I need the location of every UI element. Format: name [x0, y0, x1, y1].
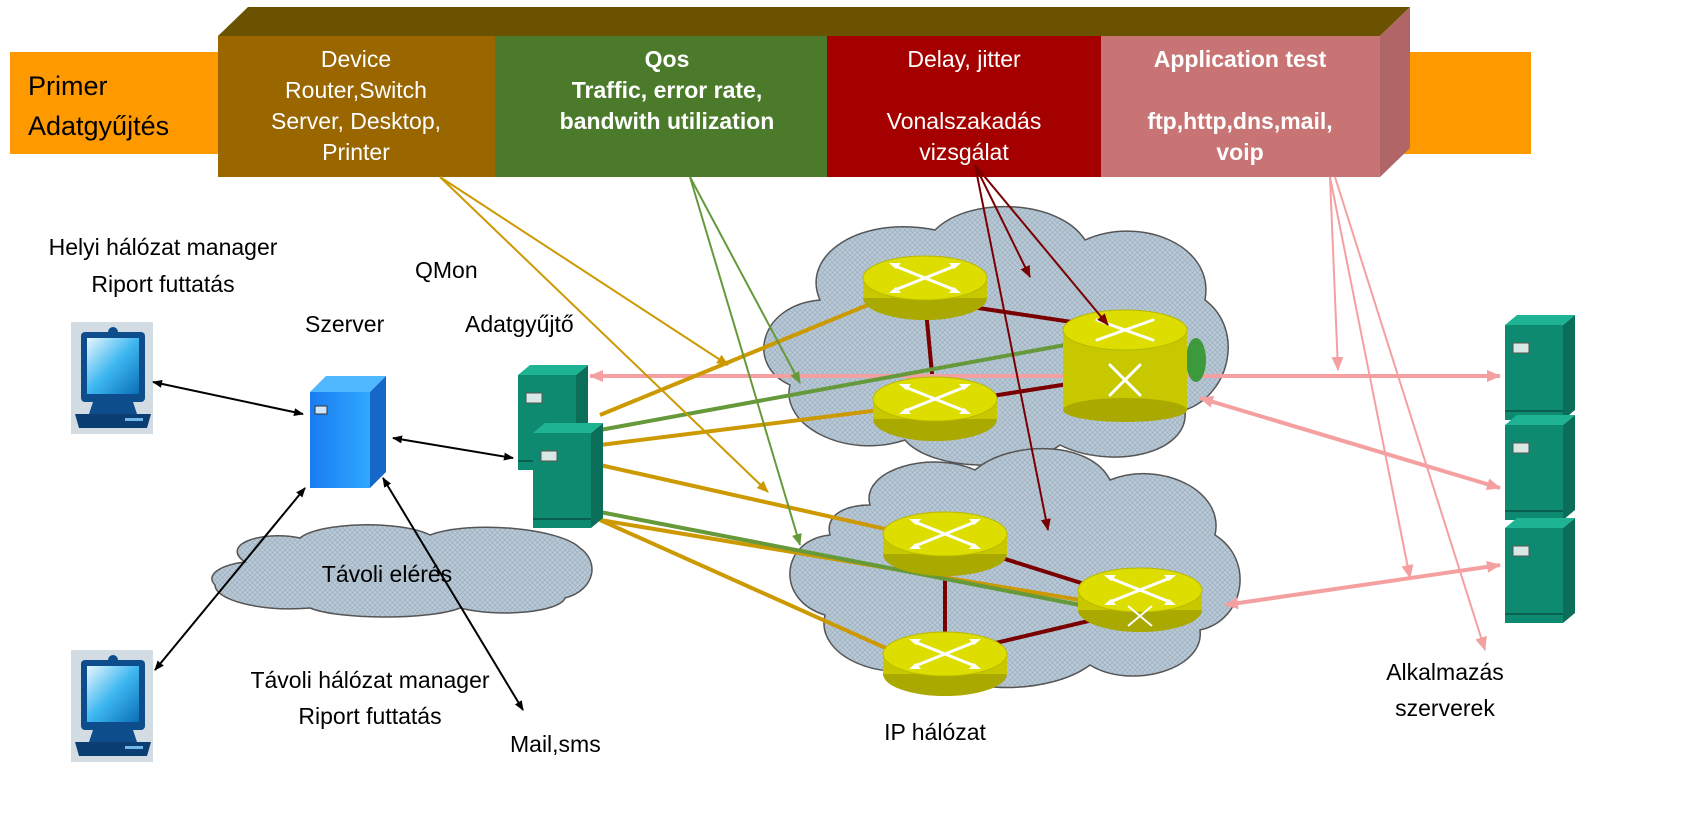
- device-line3: Server, Desktop,: [271, 108, 441, 134]
- app-probe-arrow: [1329, 176, 1414, 579]
- remote-manager-link: [154, 487, 306, 671]
- app-test-line1: Application test: [1154, 46, 1327, 72]
- qos-box: [495, 36, 827, 177]
- teal-server-icon: [1504, 314, 1576, 421]
- adatgyujto-label: Adatgyűjtő: [465, 311, 574, 337]
- qmon-label: QMon: [415, 257, 478, 283]
- switch-icon: [1076, 566, 1204, 634]
- router-icon: [871, 375, 999, 443]
- router-icon: [881, 630, 1009, 698]
- desktop-computer-icon: [71, 322, 153, 434]
- blue-server-icon: [310, 376, 386, 488]
- application-test-box: [1101, 36, 1380, 177]
- desktop-computer-icon: [71, 650, 153, 762]
- switch-icon: [1062, 309, 1206, 422]
- app-server-link: [1224, 560, 1501, 610]
- router-icon: [861, 254, 989, 322]
- device-probe-arrow: [439, 176, 769, 493]
- device-line2: Router,Switch: [285, 77, 427, 103]
- local-manager-link: [152, 379, 304, 417]
- local-manager-label-line1: Helyi hálózat manager: [49, 234, 278, 260]
- delay-line3: Vonalszakadás: [887, 108, 1042, 134]
- app-probe-arrow: [1329, 176, 1344, 371]
- router-group: [861, 254, 1206, 698]
- delay-probe-arrow: [974, 164, 1051, 531]
- qos-line2: Traffic, error rate,: [572, 77, 762, 103]
- primer-label-line1: Primer: [28, 71, 108, 101]
- app-servers-label-line2: szerverek: [1395, 695, 1495, 721]
- remote-manager-label-line2: Riport futtatás: [298, 703, 441, 729]
- qos-line3: bandwith utilization: [560, 108, 775, 134]
- szerver-label: Szerver: [305, 311, 385, 337]
- banner: Primer Adatgyűjtés Device Router,Switch …: [10, 7, 1531, 177]
- qos-probe-arrow: [689, 176, 801, 384]
- device-line4: Printer: [322, 139, 390, 165]
- cloud-icon: [789, 447, 1241, 689]
- mail-sms-link: [382, 477, 524, 711]
- remote-manager-label-line1: Távoli hálózat manager: [250, 667, 489, 693]
- delay-probe-arrow: [974, 164, 1109, 326]
- qos-probe-arrow: [689, 176, 802, 546]
- app-test-line4: voip: [1216, 139, 1263, 165]
- delay-line4: vizsgálat: [919, 139, 1009, 165]
- ip-network-label: IP hálózat: [884, 719, 986, 745]
- router-icon: [881, 510, 1009, 578]
- teal-server-icon: [1504, 414, 1576, 521]
- banner-orange-bar-left: [10, 52, 230, 154]
- remote-access-label: Távoli elérés: [322, 561, 452, 587]
- app-servers-label-line1: Alkalmazás: [1386, 659, 1504, 685]
- local-manager-label-line2: Riport futtatás: [91, 271, 234, 297]
- collector-links-green: [599, 343, 1081, 607]
- qos-line1: Qos: [645, 46, 690, 72]
- banner-top-face: [218, 7, 1410, 36]
- delay-box: [827, 36, 1101, 177]
- device-box: [218, 36, 495, 177]
- collector-link: [392, 435, 514, 461]
- teal-server-icon: [532, 422, 604, 529]
- device-line1: Device: [321, 46, 391, 72]
- app-server-link: [1199, 395, 1501, 491]
- mail-sms-label: Mail,sms: [510, 731, 601, 757]
- app-test-line3: ftp,http,dns,mail,: [1147, 108, 1332, 134]
- teal-server-icon: [1504, 517, 1576, 624]
- primer-label-line2: Adatgyűjtés: [28, 111, 169, 141]
- delay-line1: Delay, jitter: [907, 46, 1021, 72]
- app-servers: [1504, 314, 1576, 624]
- delay-probe-arrow: [974, 164, 1031, 278]
- device-probe-arrow: [439, 176, 729, 366]
- banner-side-face: [1380, 7, 1410, 177]
